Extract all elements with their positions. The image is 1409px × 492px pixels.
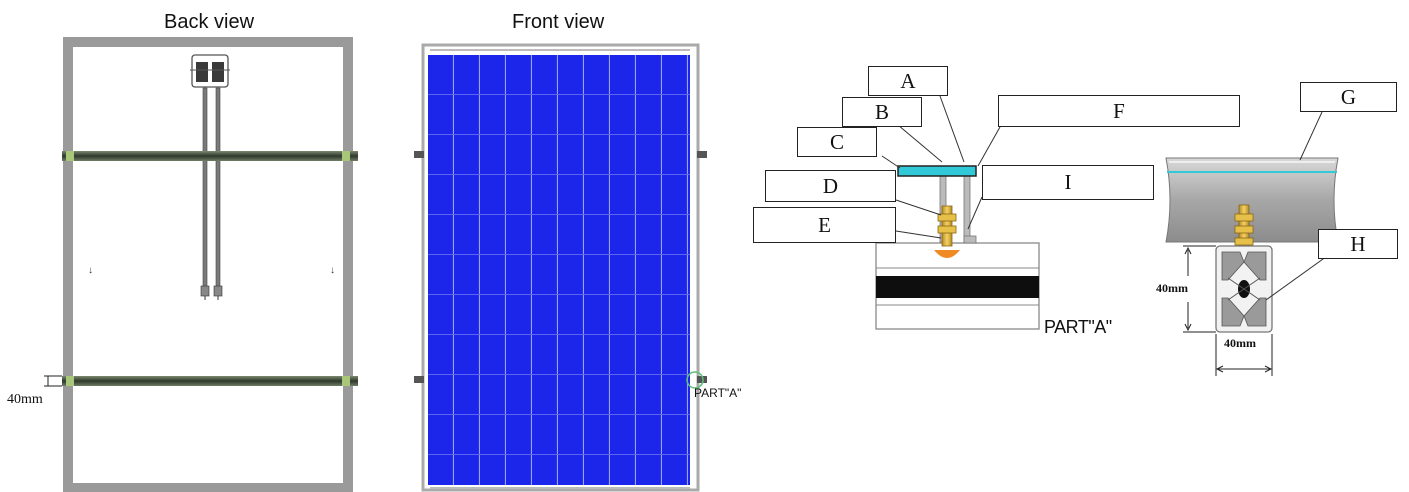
back-view-title: Back view	[164, 11, 255, 33]
callout-box-h: H	[1318, 229, 1398, 259]
svg-text:↓: ↓	[330, 265, 335, 276]
front-view-title: Front view	[512, 11, 605, 33]
callout-box-f: F	[998, 95, 1240, 127]
callout-box-b: B	[842, 97, 922, 127]
svg-text:↓: ↓	[88, 265, 93, 276]
cross-section-detail	[1165, 111, 1339, 376]
callout-box-e: E	[753, 207, 896, 243]
part-a-callout-circle	[686, 371, 704, 389]
part-a-callout-label: PART"A"	[694, 386, 742, 400]
part-a-detail	[875, 95, 1040, 330]
callout-box-c: C	[797, 127, 877, 157]
profile-width-label: 40mm	[1224, 336, 1256, 350]
aluminum-profile	[1215, 245, 1273, 333]
mounting-rail-lower	[62, 376, 358, 386]
back-view-panel: ↓ ↓	[44, 37, 358, 492]
mounting-rail-upper	[62, 151, 358, 161]
callout-box-a: A	[868, 66, 948, 96]
rail-offset-dimension: 40mm	[7, 392, 43, 407]
profile-height-label: 40mm	[1156, 281, 1188, 295]
rail-dimension-marker	[44, 375, 62, 387]
part-a-detail-label: PART"A"	[1044, 317, 1112, 337]
callout-box-i: I	[982, 165, 1154, 200]
callout-box-d: D	[765, 170, 896, 202]
junction-box	[190, 54, 230, 88]
output-cables	[200, 87, 223, 300]
callout-box-g: G	[1300, 82, 1397, 112]
front-view-panel	[414, 43, 707, 492]
